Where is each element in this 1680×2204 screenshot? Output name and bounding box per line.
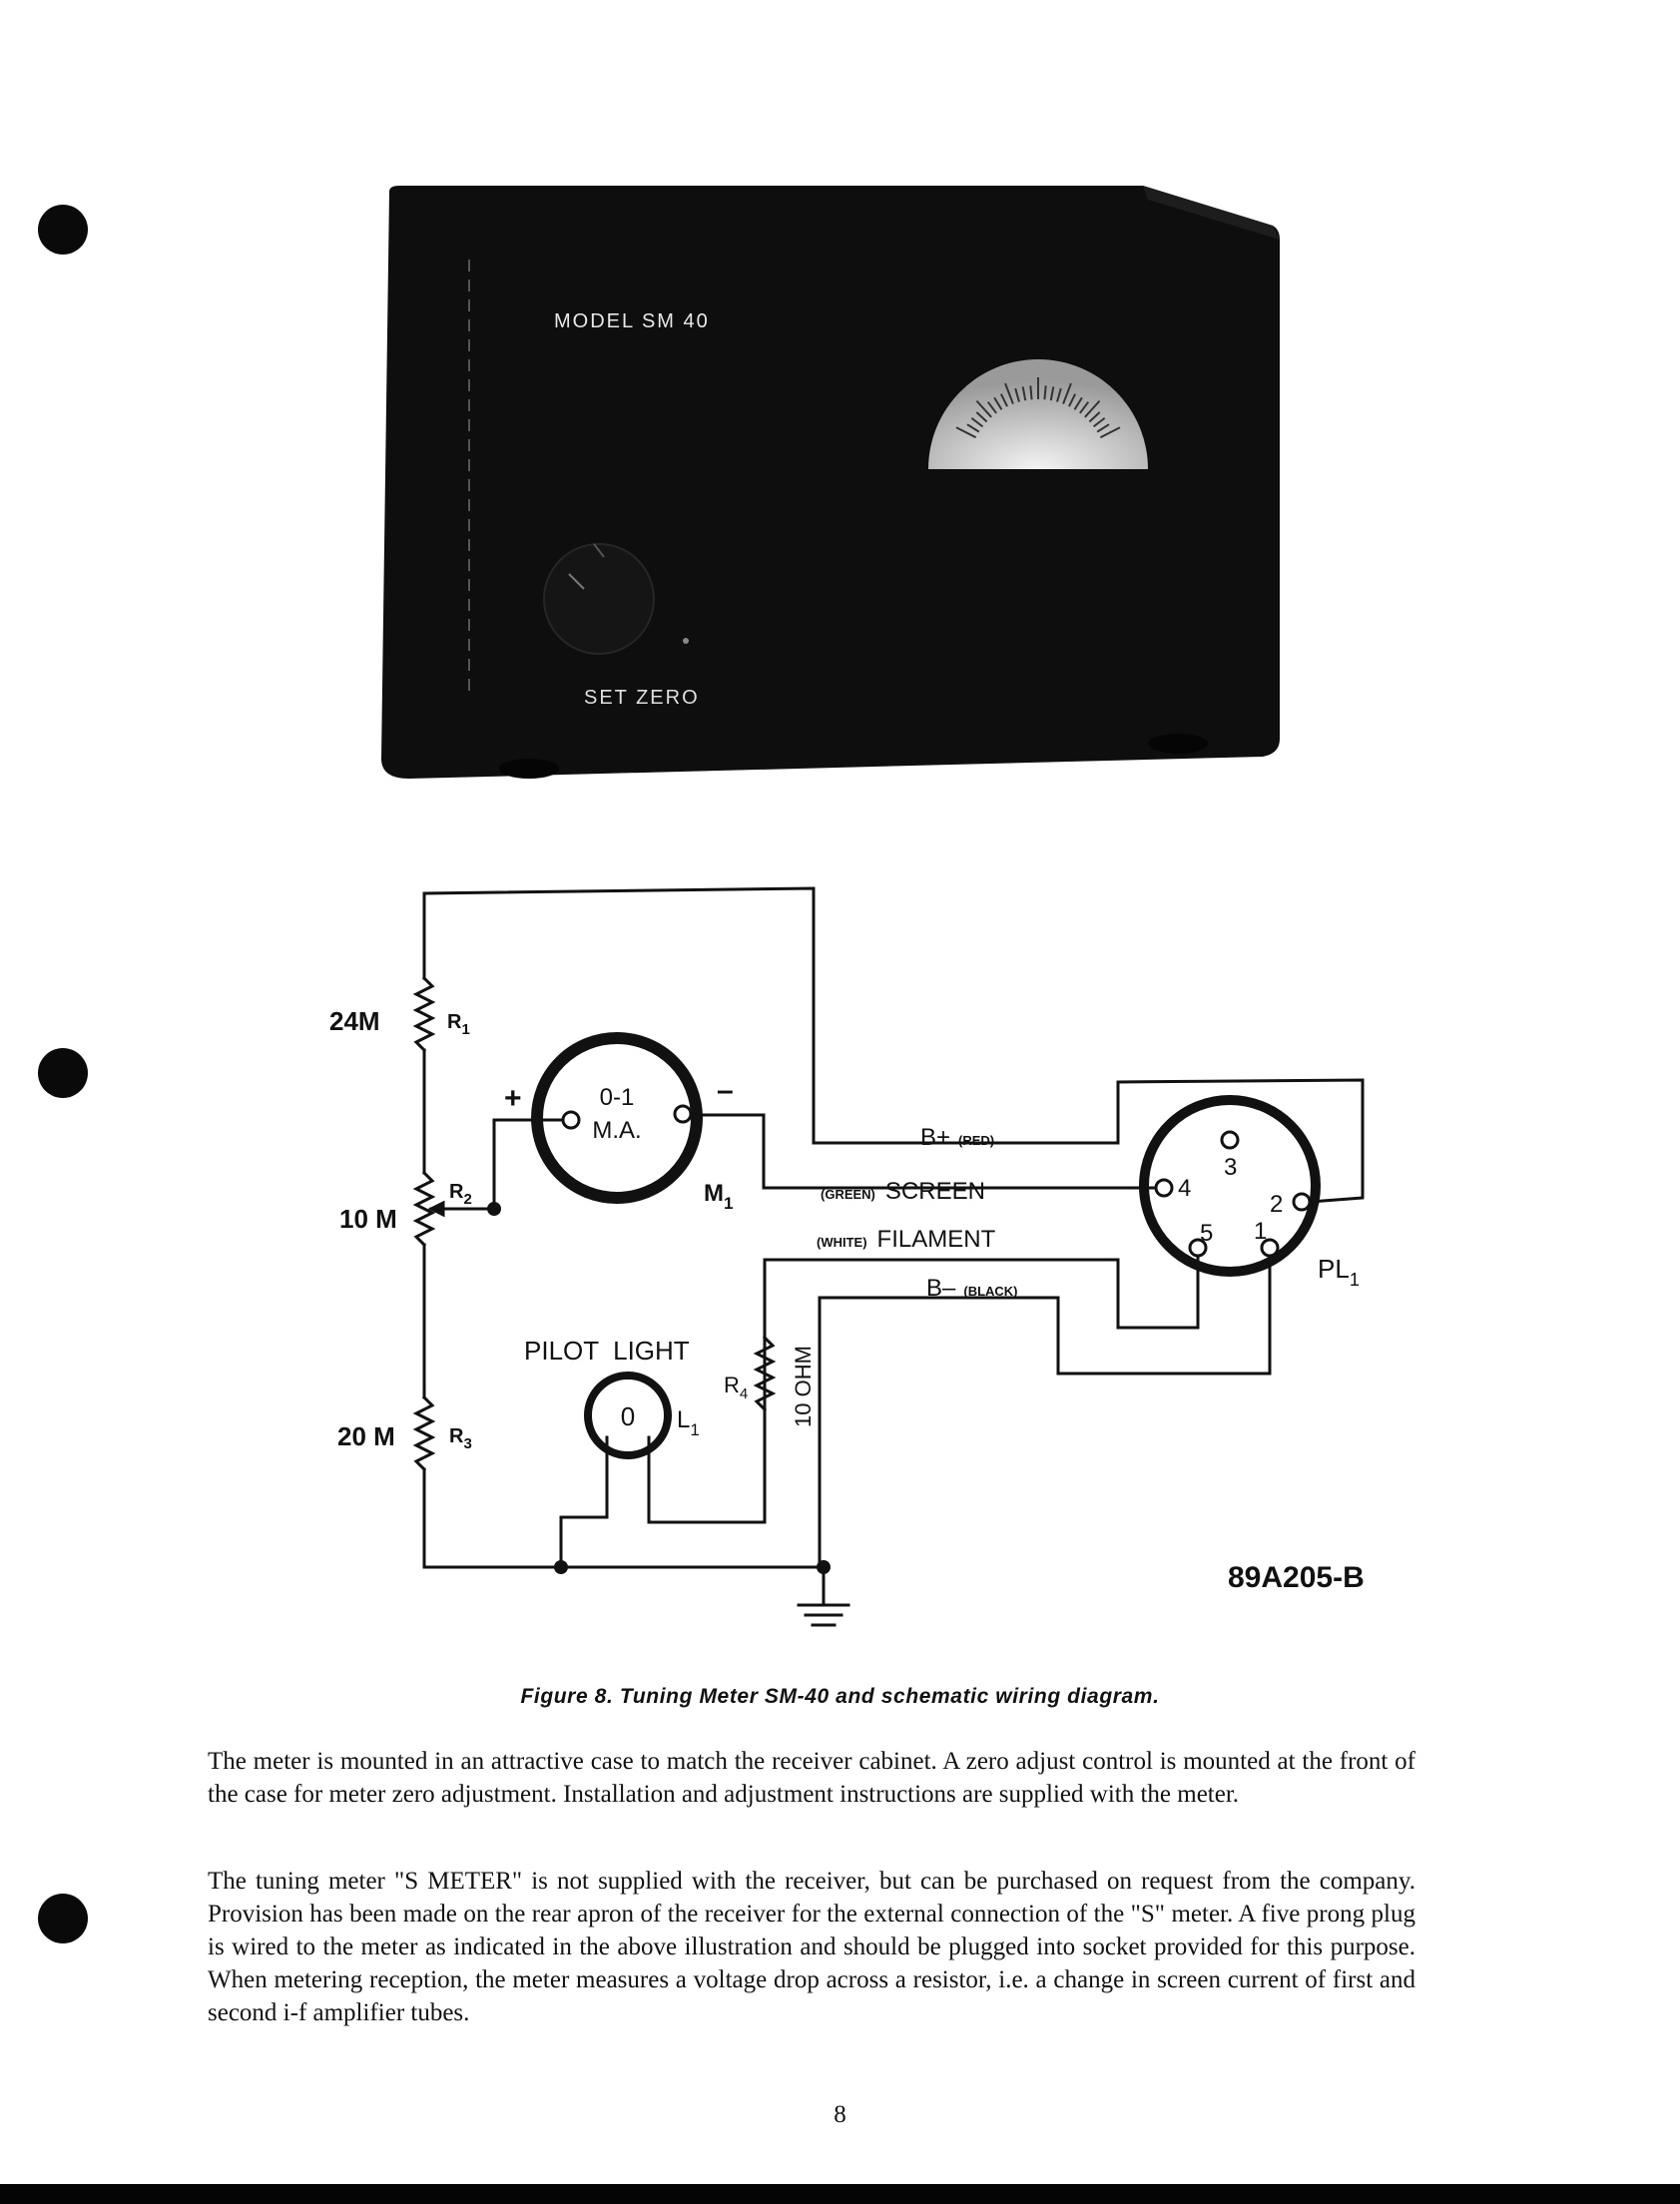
resistor-r2 <box>412 1170 436 1248</box>
dial-tick <box>1043 385 1047 400</box>
wire-filament <box>763 1251 1200 1424</box>
plug-pin-5 <box>1188 1238 1208 1258</box>
r3-label: R3 <box>449 1425 472 1452</box>
dial-tick <box>1049 386 1055 401</box>
paragraph: The tuning meter "S METER" is not suppli… <box>208 1868 1415 2026</box>
dial-tick <box>1088 411 1101 423</box>
wire-bottom <box>422 1467 826 1569</box>
wire-bminus <box>818 1251 1272 1569</box>
dial-tick <box>970 417 984 428</box>
cabinet-side <box>1143 186 1280 240</box>
r4-value: 10 OHM <box>791 1346 816 1427</box>
pin-5-label: 5 <box>1200 1220 1213 1247</box>
set-zero-knob <box>543 543 689 655</box>
lamp-l1 <box>584 1372 672 1459</box>
foot <box>499 759 559 779</box>
set-zero-label: SET ZERO <box>584 687 700 709</box>
dial-tick <box>1079 401 1090 414</box>
pilot-light-label: PILOT LIGHT <box>524 1336 690 1366</box>
meter-range: 0-1 <box>600 1084 635 1111</box>
meter-terminal-minus <box>673 1104 693 1124</box>
dial-tick <box>975 399 992 418</box>
wire-bplus-label: B+(RED) <box>920 1124 994 1151</box>
plug-pl1 <box>1139 1095 1321 1277</box>
schematic-diagram: 24M R1 10 M R2 20 M R3 + – 0-1 M.A. M1 B… <box>329 886 1365 1627</box>
pin-2-label: 2 <box>1270 1191 1283 1218</box>
plug-label: PL1 <box>1318 1254 1360 1290</box>
dial-tick <box>1092 417 1106 428</box>
meter-label: M1 <box>704 1180 733 1213</box>
dial-tick <box>955 426 977 439</box>
page-number: 8 <box>834 2101 846 2128</box>
plug-pin-4 <box>1154 1178 1174 1198</box>
wire-lamp-left <box>559 1435 609 1569</box>
meter-terminal-plus <box>561 1110 581 1130</box>
dial-tick <box>1014 387 1020 402</box>
meter-minus: – <box>717 1074 734 1107</box>
pin-1-label: 1 <box>1254 1218 1267 1245</box>
dial-tick <box>993 396 1003 410</box>
r4-label: R4 <box>724 1373 748 1402</box>
junction-dot <box>817 1560 831 1574</box>
dial-tick <box>1084 399 1101 418</box>
punch-hole <box>38 1894 88 1943</box>
scan-edge <box>0 2184 1680 2204</box>
drawing-number: 89A205-B <box>1228 1561 1365 1594</box>
wire-meter-minus <box>685 1113 1155 1190</box>
resistor-r1 <box>412 975 436 1053</box>
wiper-arrow <box>427 1200 445 1218</box>
cabinet-body <box>381 186 1280 779</box>
r1-value: 24M <box>329 1006 380 1036</box>
dial-tick <box>1099 426 1121 439</box>
dial-tick <box>1056 387 1062 402</box>
wire-bminus-label: B–(BLACK) <box>926 1275 1018 1302</box>
junction-dot <box>487 1202 501 1216</box>
dial-tick <box>1096 423 1110 433</box>
meter-unit: M.A. <box>592 1117 641 1144</box>
wire-lamp-right <box>647 1407 767 1524</box>
wire-filament-label: (WHITE)FILAMENT <box>817 1226 996 1253</box>
lamp-label: L1 <box>677 1406 700 1439</box>
plug-pin-1 <box>1260 1238 1280 1258</box>
dial-tick <box>1062 382 1072 405</box>
paragraph: The meter is mounted in an attractive ca… <box>208 1748 1415 1808</box>
dial-tick <box>1021 386 1027 401</box>
dial-tick <box>1029 385 1033 400</box>
dial-tick <box>966 423 980 433</box>
wire-top-loop <box>422 886 1365 1204</box>
dial-tick <box>999 393 1008 407</box>
plug-pin-2 <box>1292 1192 1312 1212</box>
pin-4-label: 4 <box>1178 1175 1191 1202</box>
wire-r2-wiper <box>429 1118 569 1211</box>
meter-m1 <box>531 1032 703 1204</box>
resistor-r3 <box>412 1394 436 1472</box>
dial-tick <box>1068 393 1077 407</box>
wire-screen-label: (GREEN)SCREEN <box>821 1178 985 1205</box>
r1-label: R1 <box>447 1011 470 1038</box>
dial-tick <box>986 401 997 414</box>
lamp-glyph: 0 <box>621 1401 635 1431</box>
r3-value: 20 M <box>337 1421 395 1451</box>
dial-tick <box>1073 396 1083 410</box>
r2-label: R2 <box>449 1181 472 1208</box>
meter-dial <box>928 359 1148 469</box>
pin-3-label: 3 <box>1224 1154 1237 1181</box>
junction-dot <box>554 1560 568 1574</box>
plug-pin-3 <box>1220 1130 1240 1150</box>
r2-value: 10 M <box>339 1204 397 1234</box>
dial-tick <box>1004 382 1014 405</box>
punch-hole <box>38 205 88 255</box>
meter-photo: MODEL SM 40 SET ZERO <box>381 186 1280 779</box>
resistor-r4 <box>753 1335 777 1412</box>
dial-tick <box>975 411 988 423</box>
punch-hole <box>38 1048 88 1098</box>
meter-plus: + <box>504 1082 522 1115</box>
model-label: MODEL SM 40 <box>554 310 710 332</box>
figure-caption: Figure 8. Tuning Meter SM-40 and schemat… <box>520 1685 1160 1708</box>
foot <box>1148 734 1208 754</box>
